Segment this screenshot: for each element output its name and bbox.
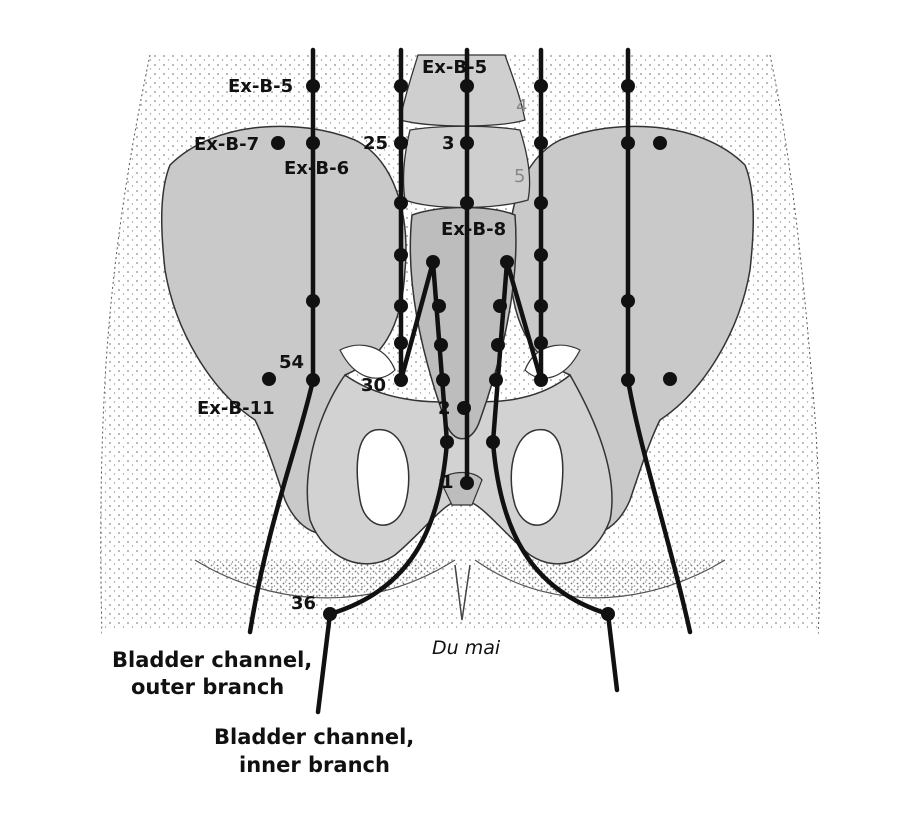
point-inner-right-7 bbox=[534, 373, 548, 387]
svg-text:4: 4 bbox=[516, 96, 527, 117]
caption-inner-line2: inner branch bbox=[239, 753, 390, 777]
point-ex-b-5-left bbox=[306, 79, 320, 93]
point-outer-right-1 bbox=[621, 79, 635, 93]
point-du-1 bbox=[460, 476, 474, 490]
caption-outer-line2: outer branch bbox=[131, 675, 284, 699]
point-du-3 bbox=[460, 136, 474, 150]
point-inner-left-3 bbox=[394, 196, 408, 210]
caption-outer-line1: Bladder channel, bbox=[112, 648, 312, 672]
label-36: 36 bbox=[291, 593, 316, 614]
label-ex-b-8: Ex-B-8 bbox=[441, 219, 506, 240]
point-25 bbox=[394, 136, 408, 150]
label-25: 25 bbox=[363, 133, 388, 154]
point-ex-b-7-right bbox=[653, 136, 667, 150]
point-ex-b-11-right bbox=[663, 372, 677, 386]
point-sacral-l4 bbox=[440, 435, 454, 449]
point-inner-right-1 bbox=[534, 79, 548, 93]
point-inner-right-3 bbox=[534, 196, 548, 210]
point-ex-b-7 bbox=[271, 136, 285, 150]
label-ex-b-7: Ex-B-7 bbox=[194, 134, 259, 155]
point-36-right bbox=[601, 607, 615, 621]
point-sacral-r4 bbox=[486, 435, 500, 449]
point-sacral-l3 bbox=[436, 373, 450, 387]
point-sacral-l1 bbox=[432, 299, 446, 313]
point-du-4 bbox=[460, 196, 474, 210]
point-inner-right-4 bbox=[534, 248, 548, 262]
label-54: 54 bbox=[279, 352, 304, 373]
points bbox=[262, 79, 677, 621]
label-30: 30 bbox=[361, 375, 386, 396]
point-inner-left-4 bbox=[394, 248, 408, 262]
label-ex-b-11: Ex-B-11 bbox=[197, 398, 275, 419]
point-du-ex-b-5 bbox=[460, 79, 474, 93]
point-54 bbox=[306, 373, 320, 387]
channel-lines bbox=[247, 47, 693, 715]
point-inner-left-1 bbox=[394, 79, 408, 93]
point-inner-left-5 bbox=[394, 299, 408, 313]
captions: Bladder channel, outer branch Bladder ch… bbox=[112, 648, 414, 777]
point-outer-right-3 bbox=[621, 294, 635, 308]
svg-text:5: 5 bbox=[514, 166, 525, 187]
point-ex-b-6 bbox=[306, 136, 320, 150]
label-ex-b-5-left: Ex-B-5 bbox=[228, 76, 293, 97]
point-inner-right-6 bbox=[534, 336, 548, 350]
point-sacral-l2 bbox=[434, 338, 448, 352]
point-inner-right-5 bbox=[534, 299, 548, 313]
point-ex-b-8-left bbox=[426, 255, 440, 269]
label-3: 3 bbox=[442, 133, 455, 154]
labels: Ex-B-5 Ex-B-5 Ex-B-7 Ex-B-6 25 3 Ex-B-8 … bbox=[194, 57, 506, 659]
point-sacral-r3 bbox=[489, 373, 503, 387]
point-30 bbox=[394, 373, 408, 387]
point-outer-left bbox=[306, 294, 320, 308]
label-ex-b-5-top: Ex-B-5 bbox=[422, 57, 487, 78]
point-outer-right-2 bbox=[621, 136, 635, 150]
label-1: 1 bbox=[441, 472, 454, 493]
label-ex-b-6: Ex-B-6 bbox=[284, 158, 349, 179]
point-ex-b-11 bbox=[262, 372, 276, 386]
point-36-left bbox=[323, 607, 337, 621]
point-sacral-r1 bbox=[493, 299, 507, 313]
point-outer-right-4 bbox=[621, 373, 635, 387]
point-ex-b-8-right bbox=[500, 255, 514, 269]
caption-inner-line1: Bladder channel, bbox=[214, 725, 414, 749]
point-inner-left-6 bbox=[394, 336, 408, 350]
label-du-mai: Du mai bbox=[432, 637, 501, 659]
point-du-2 bbox=[457, 401, 471, 415]
point-sacral-r2 bbox=[491, 338, 505, 352]
pelvis: 4 5 bbox=[161, 54, 754, 565]
label-2: 2 bbox=[438, 398, 451, 419]
point-inner-right-2 bbox=[534, 136, 548, 150]
